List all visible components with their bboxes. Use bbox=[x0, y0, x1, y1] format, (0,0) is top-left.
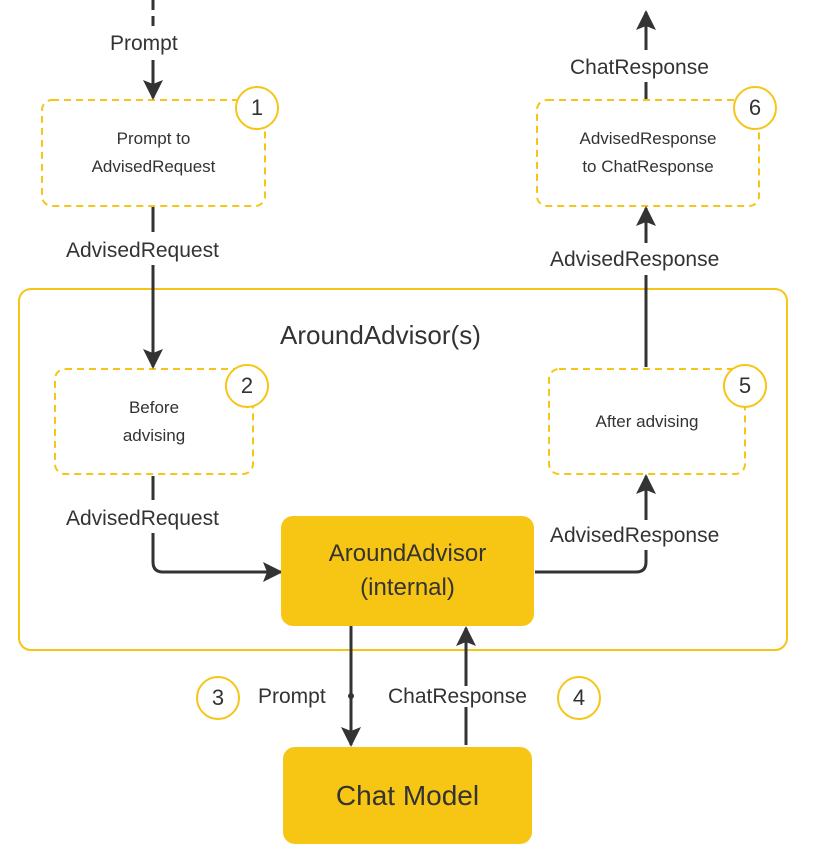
step5-box bbox=[548, 368, 746, 475]
output-label: ChatResponse bbox=[566, 57, 713, 78]
step1-line2: AdvisedRequest bbox=[91, 157, 216, 176]
flow-internal-to-step5 bbox=[535, 550, 648, 574]
step2-line2: advising bbox=[122, 425, 186, 445]
label-after-step1: AdvisedRequest bbox=[62, 240, 223, 261]
step1-number: 1 bbox=[235, 86, 279, 130]
label-after-step2: AdvisedRequest bbox=[62, 508, 223, 529]
step6-line1: AdvisedResponse bbox=[579, 129, 717, 148]
step6-line2: to ChatResponse bbox=[582, 157, 714, 176]
step3-number: 3 bbox=[196, 676, 240, 720]
step3-label: Prompt bbox=[258, 685, 326, 708]
step1-line1: Prompt to bbox=[116, 129, 191, 148]
around-advisor-internal-box: AroundAdvisor (internal) bbox=[281, 516, 534, 626]
step6-number: 6 bbox=[733, 86, 777, 130]
container-title: AroundAdvisor(s) bbox=[280, 320, 481, 350]
step2-line1: Before bbox=[128, 397, 180, 417]
around-advisors-container bbox=[18, 288, 788, 651]
step2-number: 2 bbox=[225, 364, 269, 408]
step1-box bbox=[41, 99, 266, 207]
label-before-step5: AdvisedResponse bbox=[546, 525, 724, 546]
step4-number: 4 bbox=[557, 676, 601, 720]
input-label: Prompt bbox=[106, 33, 182, 54]
step6-text: AdvisedResponse to ChatResponse bbox=[537, 100, 759, 206]
internal-line1: AroundAdvisor bbox=[328, 540, 487, 567]
flow-step2-to-internal-bend bbox=[151, 533, 283, 582]
step4-label: ChatResponse bbox=[384, 686, 531, 707]
chat-model-box: Chat Model bbox=[283, 747, 532, 844]
label-before-step6: AdvisedResponse bbox=[546, 249, 724, 270]
step5-line1: After advising bbox=[595, 411, 699, 431]
internal-line2: (internal) bbox=[360, 574, 455, 601]
prompt-dot bbox=[348, 693, 354, 699]
step5-number: 5 bbox=[723, 364, 767, 408]
step1-text: Prompt to AdvisedRequest bbox=[42, 100, 265, 206]
step2-box bbox=[54, 368, 254, 475]
step5-text: After advising bbox=[549, 369, 745, 474]
step2-text: Before advising bbox=[55, 369, 253, 474]
